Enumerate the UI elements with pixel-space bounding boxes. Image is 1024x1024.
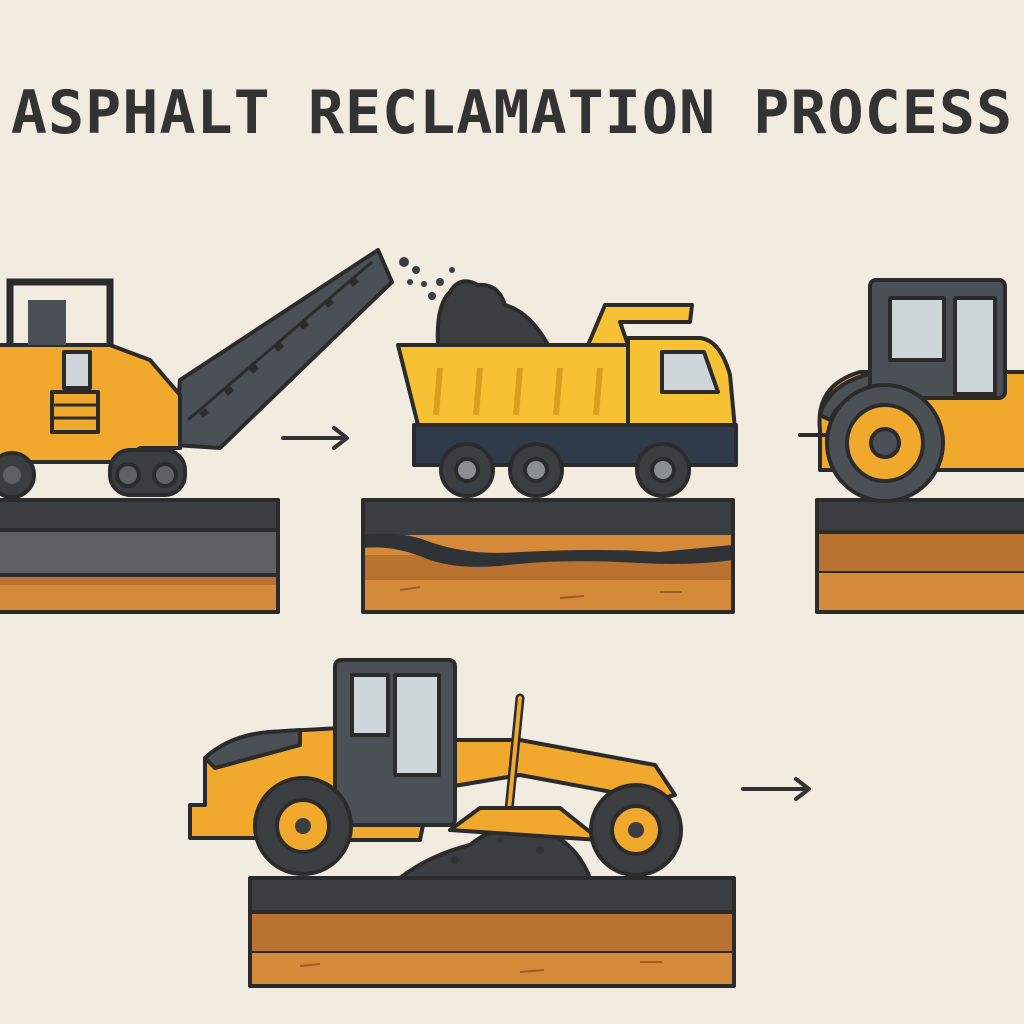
- ground-section-1: [0, 498, 280, 614]
- page-title: ASPHALT RECLAMATION PROCESS: [10, 78, 1014, 148]
- arrow-right-icon: [741, 777, 811, 801]
- ground-section-2: [361, 498, 735, 614]
- grader-icon: [188, 658, 683, 880]
- ground-section-4: [248, 876, 736, 988]
- dump-truck-icon: [396, 267, 738, 498]
- ground-section-3: [815, 498, 1024, 614]
- milling-machine-icon: [0, 248, 436, 499]
- arrow-right-icon: [281, 426, 349, 450]
- roller-icon: [798, 278, 1024, 503]
